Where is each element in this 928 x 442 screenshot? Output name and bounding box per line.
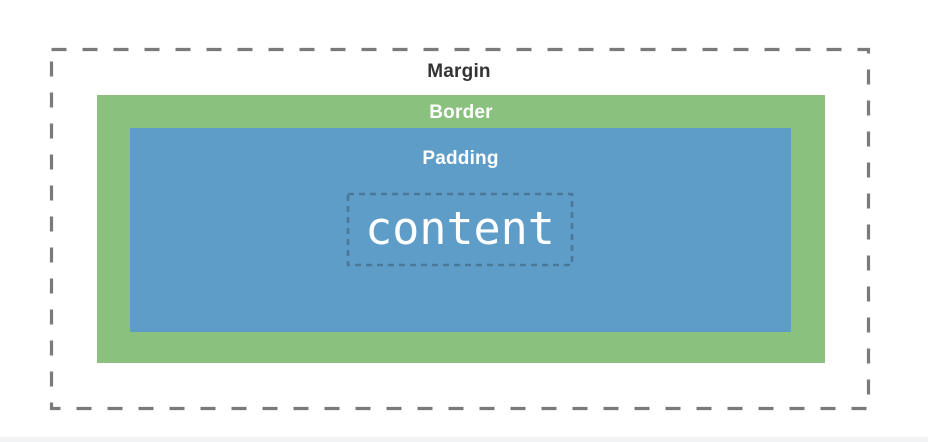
content-label: content <box>365 202 555 255</box>
padding-label: Padding <box>422 148 499 169</box>
border-label: Border <box>429 102 493 123</box>
content-box: content <box>347 193 573 266</box>
bottom-edge-strip <box>0 437 928 442</box>
margin-label: Margin <box>427 61 491 82</box>
